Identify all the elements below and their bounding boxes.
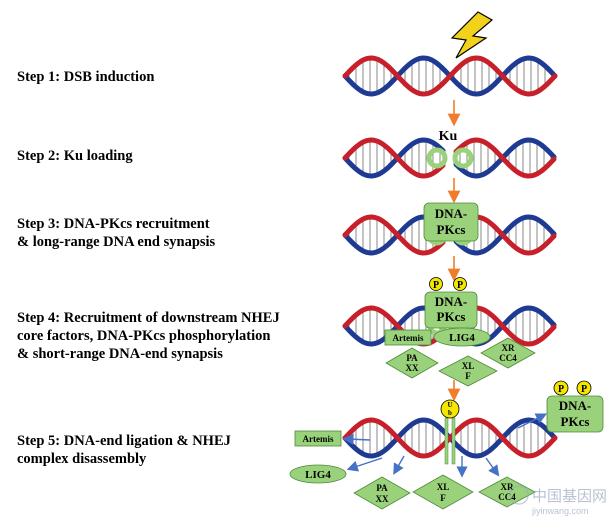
artemis-label-s4: Artemis <box>393 333 424 343</box>
ub-label-l1: U <box>447 401 452 409</box>
xlf-diamond-s4 <box>438 355 498 387</box>
watermark: 中国基因网 jiyinwang.com <box>509 485 607 516</box>
ub-stem-a <box>444 417 449 465</box>
ubiquitin-circle <box>440 399 460 419</box>
xrcc4-label-s4-l2: CC4 <box>499 353 517 363</box>
step-4-label: Step 4: Recruitment of downstream NHEJ c… <box>17 310 280 362</box>
xrcc4-diamond-s4 <box>480 337 536 369</box>
xlf-label-s5-l1: XL <box>437 482 450 492</box>
ku-ring-left <box>426 147 448 169</box>
lig4-label-s4: LIG4 <box>449 332 475 344</box>
dna-helix-step2 <box>342 137 557 179</box>
dna-strand-blue <box>453 214 557 256</box>
ku-label: Ku <box>439 129 458 144</box>
phospho-label-s5a: P <box>558 384 564 395</box>
watermark-url: jiyinwang.com <box>531 506 589 516</box>
dna-pkcs-label-s4-l1: DNA- <box>435 294 468 309</box>
artemis-box-s4 <box>384 329 432 346</box>
xrcc4-label-s5-l1: XR <box>501 482 514 492</box>
dna-helix-step5 <box>342 417 558 459</box>
phospho-circle-s4b <box>453 277 467 291</box>
release-arrow-xrcc4 <box>485 457 500 477</box>
phospho-circle-s5a <box>553 380 569 396</box>
dna-strand-red <box>453 137 557 179</box>
dna-pkcs-label-s5-l1: DNA- <box>559 398 592 413</box>
dna-strand-blue <box>453 137 557 179</box>
lig4-ellipse-s4 <box>433 327 491 347</box>
watermark-text: 中国基因网 <box>532 488 607 505</box>
ub-label-l2: b <box>448 409 452 417</box>
artemis-box-s5 <box>294 430 342 447</box>
paxx-label-s5-l2: XX <box>376 494 389 504</box>
paxx-diamond-s4 <box>385 347 439 379</box>
phospho-label-s4b: P <box>457 280 463 291</box>
release-arrow-lig4 <box>346 457 383 472</box>
phospho-circle-s5b <box>576 380 592 396</box>
artemis-label-s5: Artemis <box>303 434 334 444</box>
dna-pkcs-box-s3 <box>423 202 479 242</box>
xlf-label-s5-l2: F <box>440 493 446 503</box>
xrcc4-label-s4-l1: XR <box>502 343 515 353</box>
xlf-diamond-s5 <box>412 474 474 510</box>
lightning-bolt-icon <box>450 11 494 59</box>
ub-stem-b <box>451 417 456 465</box>
xlf-label-s4-l2: F <box>465 371 471 381</box>
xrcc4-diamond-s5 <box>478 476 536 508</box>
phospho-label-s4a: P <box>433 280 439 291</box>
dna-pkcs-box-s4 <box>424 291 478 329</box>
lig4-label-s5: LIG4 <box>305 469 331 481</box>
dna-pkcs-label-s3-l2: PKcs <box>437 222 466 237</box>
dna-strand-blue <box>342 137 446 179</box>
dna-strand-red <box>342 137 446 179</box>
paxx-label-s4-l2: XX <box>406 363 419 373</box>
watermark-logo-icon <box>509 485 529 505</box>
step-2-label: Step 2: Ku loading <box>17 148 133 164</box>
step-1-label: Step 1: DSB induction <box>17 69 155 85</box>
phospho-label-s5b: P <box>581 384 587 395</box>
dna-strand-red <box>342 55 558 97</box>
dna-helix-step1 <box>342 55 558 97</box>
phospho-circle-s4a <box>429 277 443 291</box>
xrcc4-label-s5-l2: CC4 <box>498 492 516 502</box>
step-3-label: Step 3: DNA-PKcs recruitment & long-rang… <box>17 216 216 250</box>
xlf-label-s4-l1: XL <box>462 361 475 371</box>
dna-pkcs-label-s4-l2: PKcs <box>437 309 466 324</box>
paxx-label-s5-l1: PA <box>376 483 388 493</box>
dna-pkcs-label-s5-l2: PKcs <box>561 414 590 429</box>
release-arrow-paxx <box>393 455 405 475</box>
step-5-label: Step 5: DNA-end ligation & NHEJ complex … <box>17 433 231 467</box>
paxx-diamond-s5 <box>353 476 411 510</box>
dna-pkcs-label-s3-l1: DNA- <box>435 206 468 221</box>
dna-strand-red <box>342 417 558 459</box>
paxx-label-s4-l1: PA <box>406 353 418 363</box>
lig4-ellipse-s5 <box>289 464 347 484</box>
dna-strand-red <box>342 214 446 256</box>
ku-ring-right <box>452 147 474 169</box>
release-arrow-dnapkcs <box>517 413 548 429</box>
release-arrow-artemis <box>342 433 371 445</box>
